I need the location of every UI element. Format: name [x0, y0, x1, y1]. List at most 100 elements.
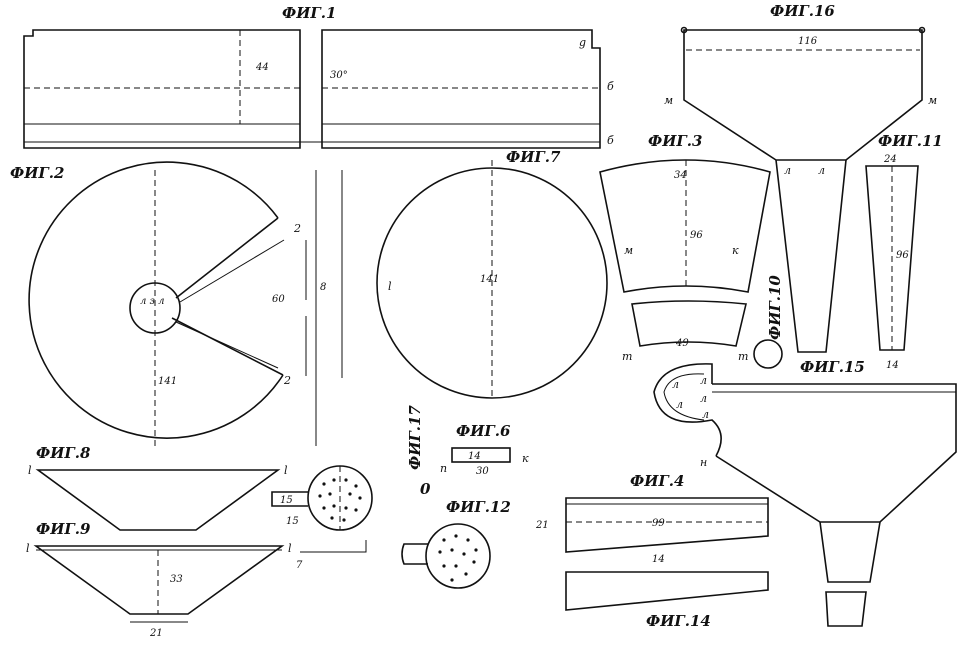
figure-4: ФИГ.4 21 99 14: [535, 472, 769, 565]
figure-3: ФИГ.3 34 96 м к 49 m m: [599, 132, 771, 363]
figure-2-cut-edge-top: [175, 217, 279, 299]
figure-16: ФИГ.16 116 м м л л: [664, 2, 937, 353]
figure-2-dim-60: 60: [272, 294, 285, 305]
figure-2-disc-outline: [28, 161, 284, 439]
figure-1-mark-b: б: [607, 80, 614, 93]
figure-1-strip-right: [321, 29, 601, 149]
figure-12-handle: [401, 543, 428, 565]
figure-9-mark-l2: l: [288, 542, 292, 555]
figure-12-strainer-disc: [425, 523, 491, 589]
figure-16-rim-right: [918, 26, 926, 34]
figure-6-mark-k: к: [522, 452, 529, 465]
figure-8-trapezoid: [35, 469, 281, 531]
figure-8: ФИГ.8 l l: [28, 444, 288, 531]
figure-16-mark-n1: л: [784, 164, 791, 177]
figure-3-dim-96: 96: [690, 230, 703, 241]
figure-2-cut-edge-bottom: [171, 317, 284, 376]
figure-11: ФИГ.11 24 96 14: [865, 132, 943, 371]
figure-14-strip: [565, 571, 769, 611]
figure-1-title: ФИГ.1: [282, 4, 336, 22]
figure-8-mark-l1: l: [28, 464, 32, 477]
figure-12-title: ФИГ.12: [446, 498, 511, 516]
figure-15-mark-1: л: [672, 378, 679, 391]
figure-9: ФИГ.9 l l 33 21: [26, 520, 292, 639]
figure-6-title: ФИГ.6: [456, 422, 511, 440]
figure-4-dim-99: 99: [652, 518, 665, 529]
figure-2: ФИГ.2 л з л 141 60 8 2 2: [10, 161, 343, 446]
figure-13-dim-15b: 15: [286, 516, 299, 527]
figure-2-hub-label: л з л: [140, 296, 165, 307]
figure-1-strip-left: [23, 29, 301, 149]
figure-2-mark-2b: 2: [283, 374, 291, 387]
figure-11-dim-24: 24: [883, 154, 897, 165]
figure-7-disc: [376, 167, 608, 399]
figure-4-strip: [565, 497, 769, 553]
figure-1-mark-b2: б: [607, 134, 614, 147]
figure-17-title: ФИГ.17: [406, 405, 424, 470]
figure-6-mark-n: п: [440, 462, 447, 475]
figure-11-dim-14: 14: [886, 360, 899, 371]
figure-16-mark-m2: м: [928, 94, 937, 107]
figure-2-cut-edge-bottom-inner: [175, 321, 279, 369]
figure-15-spout: [819, 521, 881, 583]
figure-15-title: ФИГ.15: [800, 358, 865, 376]
figure-3-bottom-strip: [631, 300, 747, 347]
figure-16-mark-n2: л: [818, 164, 825, 177]
figure-3-dim-49: 49: [675, 338, 689, 349]
figure-2-dim-8: 8: [320, 282, 326, 293]
figure-12-holes: [438, 534, 478, 582]
figure-13-leader: [300, 540, 367, 553]
figure-10-ring: [753, 339, 783, 369]
figure-14: ФИГ.14: [565, 571, 769, 630]
figure-7: ФИГ.7 141 l: [376, 148, 608, 399]
figure-11-strip: [865, 165, 919, 351]
figure-13-dim-7: 7: [296, 560, 303, 571]
figure-7-dim-141: 141: [480, 274, 499, 285]
figure-2-title: ФИГ.2: [10, 164, 64, 182]
figure-2-mark-2a: 2: [293, 222, 301, 235]
figure-17-mark-o: 0: [420, 480, 431, 498]
figure-15: ФИГ.15 н л л л л л: [653, 358, 957, 627]
figure-15-mark-4: л: [700, 392, 707, 405]
figure-15-mark-5: л: [702, 408, 709, 421]
figure-4-dim-14: 14: [652, 554, 665, 565]
figure-3-title: ФИГ.3: [648, 132, 702, 150]
figure-2-dim-141: 141: [158, 376, 177, 387]
figure-13-tab: [271, 491, 308, 507]
figure-6-strip: [451, 447, 511, 463]
figure-3-sector: [599, 159, 771, 293]
figure-2-cut-edge-top-inner: [179, 239, 285, 303]
figure-16-rim-left: [680, 26, 688, 34]
figure-7-title: ФИГ.7: [506, 148, 561, 166]
figure-8-mark-l2: l: [284, 464, 288, 477]
figure-15-mark-n: н: [700, 456, 707, 469]
figure-3-mark-k: к: [732, 244, 739, 257]
figure-15-mark-2: л: [700, 374, 707, 387]
figure-9-dim-21: 21: [149, 628, 163, 639]
figure-7-mark-l: l: [388, 280, 392, 293]
figure-15-handle: [653, 363, 722, 457]
figure-15-funnel-body: [712, 383, 957, 523]
figure-3-mark-m2: m: [622, 350, 632, 363]
figure-15-handle-inner: [663, 373, 705, 421]
figure-15-mark-3: л: [676, 398, 683, 411]
figure-13: 15 15 7: [271, 465, 373, 571]
figure-6-dim-30: 30: [476, 466, 489, 477]
figure-8-title: ФИГ.8: [36, 444, 91, 462]
figure-16-title: ФИГ.16: [770, 2, 835, 20]
figure-1-dim-30: 30°: [330, 70, 348, 81]
figure-13-holes: [318, 478, 362, 522]
figure-4-title: ФИГ.4: [630, 472, 684, 490]
figure-9-title: ФИГ.9: [36, 520, 91, 538]
figure-17: ФИГ.17 0: [406, 405, 431, 498]
figure-9-trapezoid: [33, 545, 285, 615]
figure-3-mark-m: м: [624, 244, 633, 257]
figure-1-dim-44: 44: [255, 62, 269, 73]
figure-15-spout-tip: [825, 591, 867, 627]
figure-11-title: ФИГ.11: [878, 132, 943, 150]
figure-9-mark-l1: l: [26, 542, 30, 555]
figure-1-mark-g: g: [579, 36, 586, 49]
figure-3-dim-34: 34: [674, 170, 687, 181]
figure-1: ФИГ.1 44 30° g б б: [23, 4, 614, 149]
